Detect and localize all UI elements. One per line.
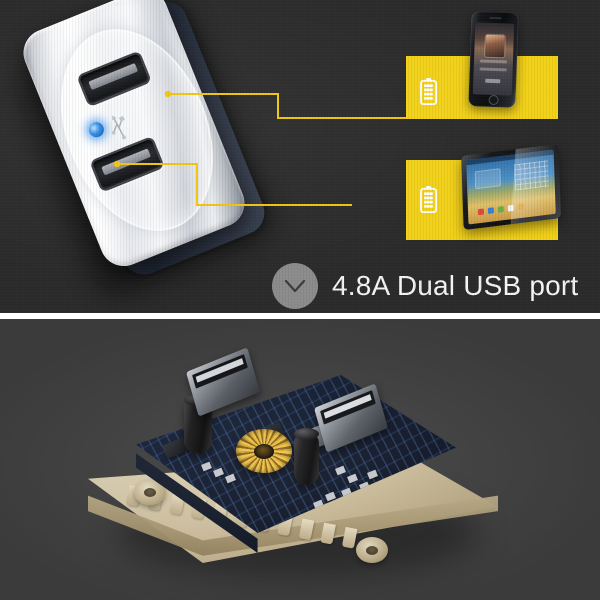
tablet-clock-widget [474,168,502,190]
chevron-down-icon [284,279,306,293]
top-feature-panel: 4.8A Dual USB port [0,0,600,313]
smd-pad [213,467,224,478]
chevron-down-circle-icon [272,263,318,309]
electrolytic-capacitor [294,428,319,485]
tablet-app-icon [497,206,504,213]
tablet-device [461,143,561,231]
battery-full-icon [420,186,437,213]
phone-earpiece [488,16,501,20]
power-bank-body [16,0,252,274]
feature-caption-text: 4.8A Dual USB port [332,270,579,301]
tablet-app-icon [507,204,514,212]
smartphone-device [468,11,519,108]
smd-pad [335,465,346,476]
tablet-app-icon [477,208,485,216]
smd-pad [201,461,212,472]
pcb-base-tab [298,518,315,541]
feature-caption: 4.8A Dual USB port [272,263,578,309]
smd-pad [367,469,378,480]
pcb-base-tab [341,526,358,549]
panel-divider [0,313,600,319]
power-bank-product [10,0,280,305]
phone-ui-line [479,59,507,64]
tablet-screen [466,149,556,225]
pcb-mounting-post [356,537,388,563]
phone-ui-line [479,67,507,72]
tablet-app-icon [517,203,524,211]
battery-full-icon [420,78,437,105]
tablet-app-icon [487,207,494,215]
tablet-calendar-widget [514,160,549,191]
usb-trident-icon [111,115,127,140]
smd-pad [225,473,236,484]
bottom-feature-panel [0,319,600,600]
phone-contact-photo [484,34,505,58]
power-bank-pcb-product [78,337,518,587]
phone-screen [472,22,515,96]
tablet-app-icon-row [477,203,524,216]
pcb-base-tab [320,522,336,545]
usb-port-bottom-slot [101,148,151,176]
phone-ui-line [484,78,501,84]
smd-pad [325,491,336,502]
toroidal-inductor [236,429,292,473]
phone-home-button [487,94,499,106]
usb-port-top-slot [88,63,139,91]
smd-pad [347,473,358,484]
